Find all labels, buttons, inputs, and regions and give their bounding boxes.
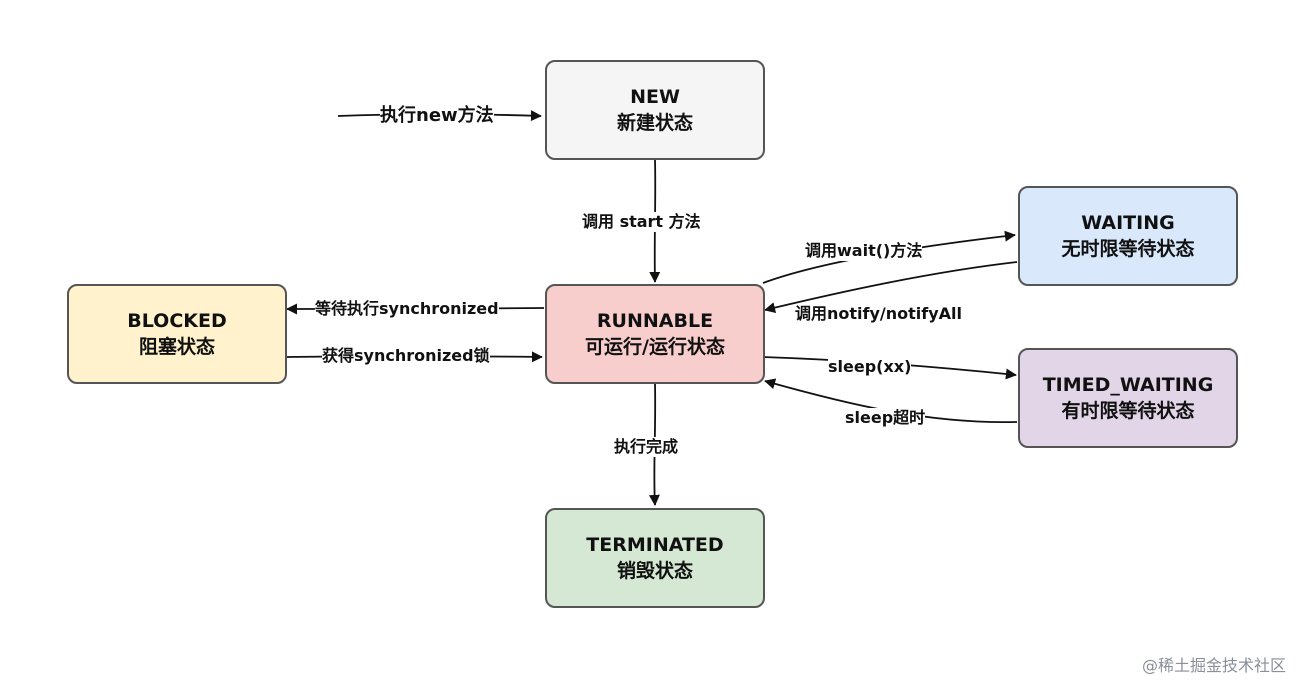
state-timed-waiting-desc: 有时限等待状态 — [1061, 400, 1195, 422]
edge-label-runnable-to-terminated: 执行完成 — [614, 437, 679, 457]
state-new-name: NEW — [630, 86, 680, 108]
state-terminated-name: TERMINATED — [586, 534, 724, 556]
edge-label-new-to-runnable: 调用 start 方法 — [582, 212, 701, 232]
state-waiting-desc: 无时限等待状态 — [1061, 238, 1195, 260]
state-new-desc: 新建状态 — [616, 112, 693, 134]
arrow-waiting-to-runnable — [764, 261, 1018, 313]
edge-label-waiting-to-runnable: 调用notify/notifyAll — [795, 304, 963, 324]
state-runnable-desc: 可运行/运行状态 — [585, 336, 725, 358]
state-blocked-desc: 阻塞状态 — [138, 336, 215, 358]
state-blocked-name: BLOCKED — [127, 310, 227, 332]
state-timed-waiting: TIMED_WAITING 有时限等待状态 — [1018, 348, 1238, 448]
edge-label-runnable-to-waiting: 调用wait()方法 — [805, 241, 923, 261]
watermark: @稀土掘金技术社区 — [1141, 656, 1286, 675]
state-blocked: BLOCKED 阻塞状态 — [67, 284, 287, 384]
edge-label-runnable-to-blocked: 等待执行synchronized — [315, 299, 499, 319]
state-terminated-desc: 销毁状态 — [616, 560, 693, 582]
state-new: NEW 新建状态 — [545, 60, 765, 160]
state-terminated: TERMINATED 销毁状态 — [545, 508, 765, 608]
state-waiting: WAITING 无时限等待状态 — [1018, 186, 1238, 286]
state-runnable: RUNNABLE 可运行/运行状态 — [545, 284, 765, 384]
edge-label-entry: 执行new方法 — [380, 105, 494, 126]
edge-label-blocked-to-runnable: 获得synchronized锁 — [322, 346, 490, 366]
state-runnable-name: RUNNABLE — [596, 310, 714, 332]
state-waiting-name: WAITING — [1081, 212, 1175, 234]
edge-label-timed-to-runnable: sleep超时 — [845, 408, 926, 428]
state-timed-waiting-name: TIMED_WAITING — [1042, 374, 1214, 396]
edge-label-runnable-to-timed: sleep(xx) — [828, 357, 912, 377]
